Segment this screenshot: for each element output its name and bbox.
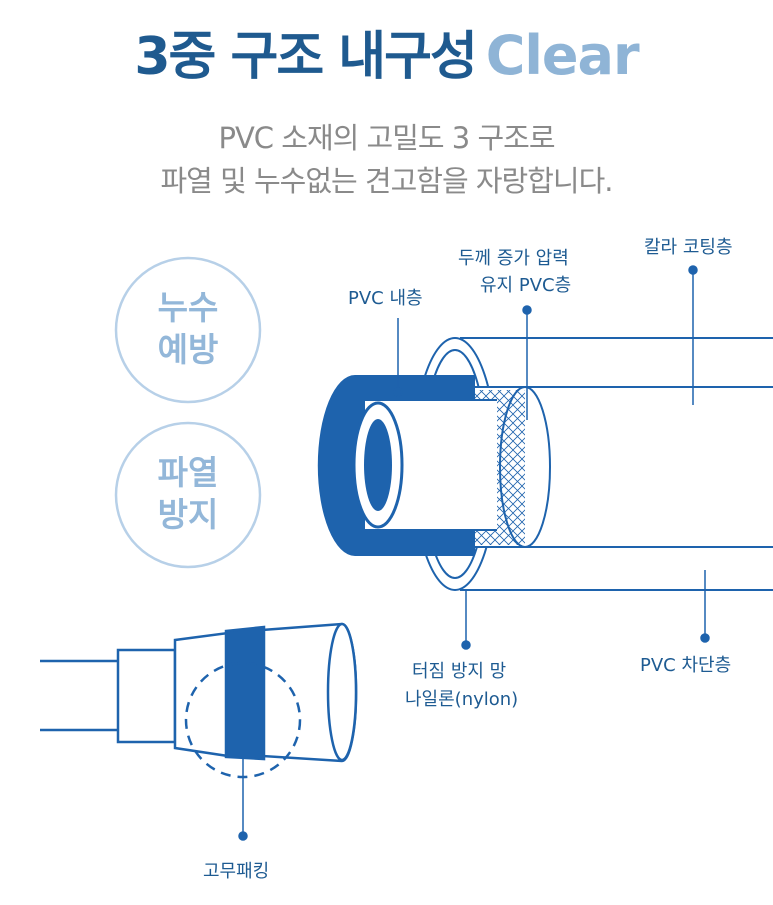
label-barrier: PVC 차단층: [640, 655, 732, 676]
badge-burst-line-1: 파열: [157, 453, 219, 492]
badge-burst-prevention: 파열 방지: [113, 452, 263, 536]
badge-leak-line-1: 누수: [157, 288, 219, 327]
label-mesh-line-1: 터짐 방지 망: [412, 661, 507, 682]
label-mesh-line-2: 나일론(nylon): [405, 689, 519, 710]
label-inner-layer: PVC 내층: [348, 288, 423, 309]
badge-leak-prevention: 누수 예방: [113, 287, 263, 371]
badge-circle-burst: [114, 421, 262, 569]
subtitle-line-2: 파열 및 누수없는 견고함을 자랑합니다.: [160, 164, 614, 198]
hose-cross-section: [317, 337, 773, 591]
badge-burst-line-2: 방지: [157, 495, 219, 534]
title-korean: 3중 구조 내구성: [134, 27, 477, 87]
title-english: Clear: [485, 24, 640, 87]
label-pressure-line-1: 두께 증가 압력: [458, 248, 569, 269]
subtitle-line-1: PVC 소재의 고밀도 3 구조로: [218, 121, 555, 155]
label-rubber-packing: 고무패킹: [203, 861, 270, 882]
hose-connector: [40, 622, 358, 779]
badge-leak-line-2: 예방: [157, 330, 219, 369]
label-color-coating: 칼라 코팅층: [644, 237, 733, 258]
label-pressure-line-2: 유지 PVC층: [480, 275, 572, 296]
badge-circle-leak: [114, 256, 262, 404]
